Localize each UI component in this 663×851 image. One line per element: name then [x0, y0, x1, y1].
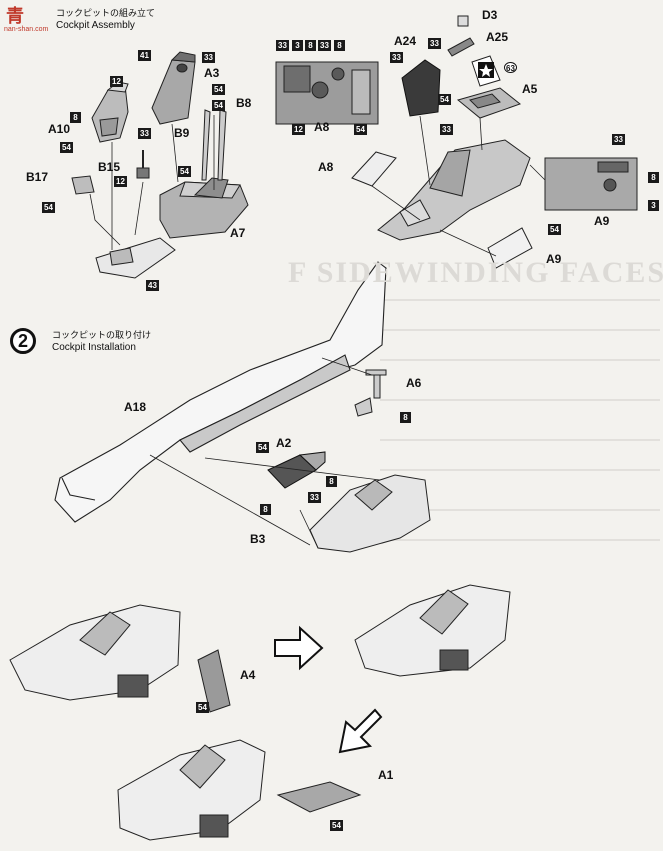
part-label-a6: A6: [406, 376, 422, 390]
part-label-a18: A18: [124, 400, 147, 414]
show-through-text: F SIDEWINDING FACES: [288, 256, 663, 289]
color-badge-8-f: 8: [326, 476, 337, 487]
part-label-b8: B8: [236, 96, 252, 110]
headrest-a24: [401, 59, 441, 117]
color-badge-12-b: 12: [114, 176, 127, 187]
part-a2: [267, 451, 326, 489]
leader-lines-step1-left: [89, 115, 215, 250]
part-label-b9: B9: [174, 126, 190, 140]
panel-a5: [456, 87, 522, 119]
part-label-a1: A1: [378, 768, 394, 782]
part-b17: [71, 175, 95, 195]
part-label-a5: A5: [522, 82, 538, 96]
color-badge-54-f: 54: [354, 124, 367, 135]
color-badge-54-j: 54: [196, 702, 209, 713]
color-badge-3-b: 3: [648, 200, 659, 211]
leader-lines-step1-right: [371, 115, 546, 257]
stick-b15: [136, 150, 150, 179]
part-label-a2: A2: [276, 436, 292, 450]
instrument-panel-a8: [275, 61, 379, 125]
color-badge-54-g: 54: [438, 94, 451, 105]
color-badge-33-d: 33: [318, 40, 331, 51]
color-badge-54-c: 54: [212, 100, 225, 111]
color-badge-33-c: 33: [276, 40, 289, 51]
color-badge-8-d: 8: [648, 172, 659, 183]
subview-left-a4: [9, 604, 231, 713]
color-badge-33: 33: [202, 52, 215, 63]
color-badge-33-b: 33: [138, 128, 151, 139]
canopy-part-a25: [447, 15, 475, 57]
color-badge-63: 63: [504, 62, 517, 73]
part-label-d3: D3: [482, 8, 498, 22]
watermark-site: nan-shan.com: [4, 26, 49, 33]
fuselage-half-a18: [54, 261, 387, 523]
part-a6: [354, 369, 387, 417]
color-badge-8: 8: [70, 112, 81, 123]
step2-title-jp: コックピットの取り付け: [52, 331, 152, 341]
part-label-a10: A10: [48, 122, 71, 136]
panel-a9-lower: [487, 227, 533, 269]
part-label-a9-lower: A9: [546, 252, 562, 266]
step1-title-jp: コックピットの組み立て: [56, 9, 156, 19]
color-badge-54-d: 54: [178, 166, 191, 177]
part-label-b3: B3: [250, 532, 266, 546]
part-label-b15: B15: [98, 160, 121, 174]
leader-lines-step2: [149, 357, 381, 549]
arrow-down-left: [338, 708, 383, 754]
part-a8-small: [351, 151, 397, 187]
color-badge-33-h: 33: [612, 134, 625, 145]
color-badge-33-g: 33: [440, 124, 453, 135]
color-badge-54-i: 54: [256, 442, 269, 453]
subview-right: [354, 584, 511, 677]
side-panel-a9: [544, 157, 638, 211]
floor-a7: [95, 237, 176, 279]
color-badge-12-c: 12: [292, 124, 305, 135]
cockpit-main-right: [377, 139, 531, 241]
part-label-a4: A4: [240, 668, 256, 682]
part-label-b17: B17: [26, 170, 49, 184]
tub-a7: [159, 177, 249, 239]
color-badge-41: 41: [138, 50, 151, 61]
step1-title-en: Cockpit Assembly: [56, 20, 135, 31]
color-badge-33-f: 33: [390, 52, 403, 63]
color-badge-54-e: 54: [42, 202, 55, 213]
part-label-a8: A8: [314, 120, 330, 134]
part-label-a8-right: A8: [318, 160, 334, 174]
color-badge-8-e: 8: [400, 412, 411, 423]
part-label-a3: A3: [204, 66, 220, 80]
step2-title-en: Cockpit Installation: [52, 342, 136, 353]
color-badge-8-b: 8: [305, 40, 316, 51]
part-label-a25: A25: [486, 30, 509, 44]
part-label-a9: A9: [594, 214, 610, 228]
color-badge-3: 3: [292, 40, 303, 51]
subview-bottom-a1: [117, 739, 362, 841]
step2-number: 2: [10, 328, 36, 354]
color-badge-54-k: 54: [330, 820, 343, 831]
color-badge-8-g: 8: [260, 504, 271, 515]
watermark-logo: 青: [6, 6, 24, 26]
decal-star: [471, 55, 501, 87]
color-badge-54: 54: [60, 142, 73, 153]
part-label-a24: A24: [394, 34, 417, 48]
pedals-b9: [201, 109, 227, 181]
color-badge-54-h: 54: [548, 224, 561, 235]
seat-back-a3: [151, 51, 196, 125]
color-badge-54-b: 54: [212, 84, 225, 95]
seat-a10: [91, 81, 129, 143]
arrow-right: [274, 625, 324, 671]
color-badge-33-i: 33: [308, 492, 321, 503]
color-badge-12: 12: [110, 76, 123, 87]
color-badge-33-e: 33: [428, 38, 441, 49]
part-label-a7: A7: [230, 226, 246, 240]
color-badge-8-c: 8: [334, 40, 345, 51]
cockpit-tub-step2: [309, 474, 431, 553]
color-badge-43: 43: [146, 280, 159, 291]
